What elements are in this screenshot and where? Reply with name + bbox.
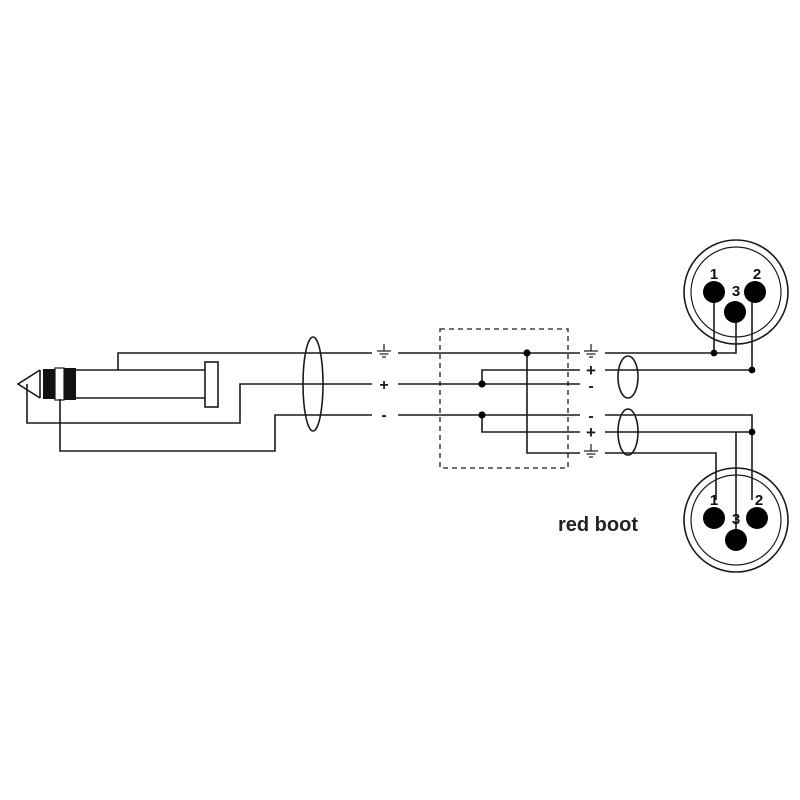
plus-symbol-right-top: + xyxy=(586,361,596,380)
xlr-connector-top: 1 2 3 xyxy=(683,239,789,345)
cable-bundle-marker xyxy=(617,355,639,399)
cable-bundle-marker xyxy=(302,336,324,432)
jack-wiring xyxy=(26,352,372,452)
pin-2-label: 2 xyxy=(755,492,763,509)
junction-dot xyxy=(478,380,486,388)
caption-red-boot: red boot xyxy=(558,514,638,536)
pin-3-label: 3 xyxy=(732,283,740,300)
junction-dot xyxy=(478,411,486,419)
pin-1-label: 1 xyxy=(710,266,718,283)
ground-icon xyxy=(584,344,598,358)
xlr-connector-bottom: 1 2 3 xyxy=(683,467,789,573)
junction-box xyxy=(439,328,569,469)
pin-3-label: 3 xyxy=(732,511,740,528)
junction-dot xyxy=(523,349,531,357)
xlr-wiring xyxy=(605,295,753,537)
plus-symbol-right-bottom: + xyxy=(586,423,596,442)
cable-bundle-marker xyxy=(617,408,639,456)
pin-1-label: 1 xyxy=(710,492,718,509)
minus-symbol-left: - xyxy=(381,407,386,424)
ground-icon xyxy=(584,444,598,458)
pin-2-label: 2 xyxy=(753,266,761,283)
minus-symbol-right-top: - xyxy=(588,378,593,395)
minus-symbol-right-bottom: - xyxy=(588,408,593,425)
plus-symbol-left: + xyxy=(379,377,388,394)
stereo-jack-plug-icon xyxy=(16,361,219,408)
middle-wiring xyxy=(398,352,580,454)
junction-dot xyxy=(748,428,756,436)
junction-dot xyxy=(710,349,718,357)
ground-icon xyxy=(377,344,391,358)
junction-dot xyxy=(748,366,756,374)
